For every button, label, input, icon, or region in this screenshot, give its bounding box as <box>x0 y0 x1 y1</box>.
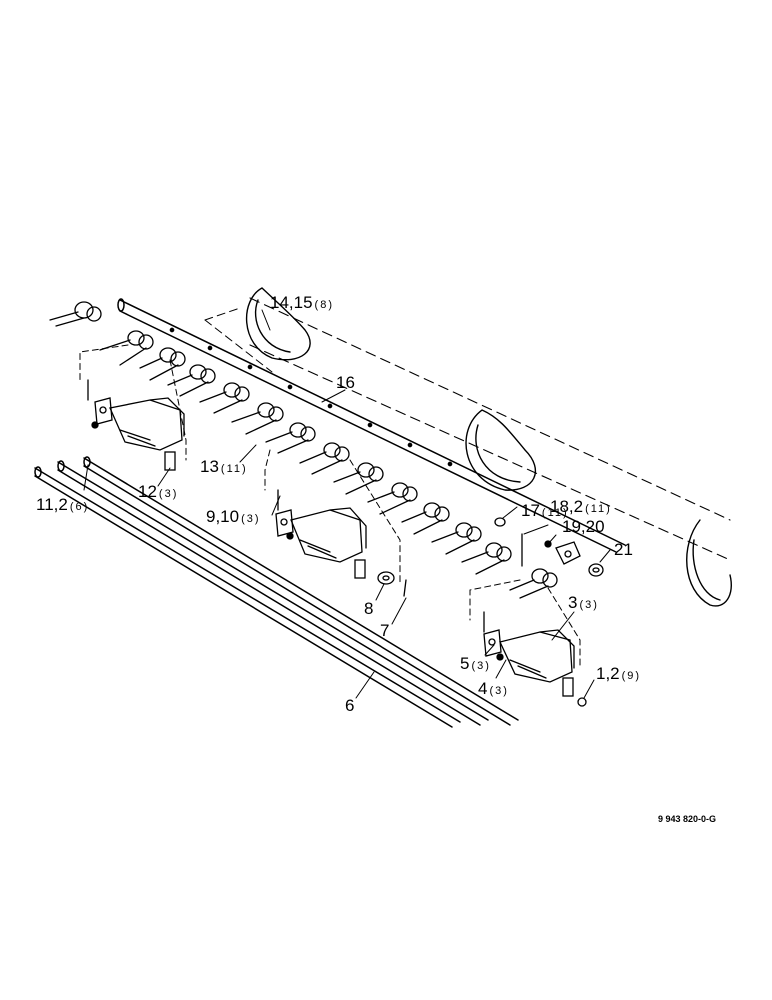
callout-4: 4(3) <box>478 680 509 698</box>
tine-bar <box>117 298 626 553</box>
callout-19-20: 19,20 <box>562 518 605 536</box>
callout-13: 13(11) <box>200 458 248 476</box>
spring-tines <box>49 301 558 599</box>
support-tubes <box>34 456 519 728</box>
callout-number: 1,2 <box>596 664 620 683</box>
leader-lines <box>83 309 611 699</box>
bracket-assembly-center <box>275 489 407 597</box>
drawing-number: 9 943 820-0-G <box>658 814 717 824</box>
callout-number: 7 <box>380 621 390 640</box>
bracket-assembly-left <box>87 379 185 471</box>
callout-qty: (3) <box>241 513 261 525</box>
callout-number: 12 <box>138 482 157 501</box>
callout-number: 11,2 <box>36 495 68 514</box>
callout-number: 21 <box>614 540 633 559</box>
explode-lines <box>79 344 581 666</box>
callout-12: 12(3) <box>138 483 178 501</box>
callout-qty: (3) <box>158 488 179 500</box>
callout-number: 13 <box>200 457 219 476</box>
callout-3: 3(3) <box>568 594 599 612</box>
callout-number: 9,10 <box>206 507 240 526</box>
callout-qty: (6) <box>69 501 90 513</box>
callout-qty: (9) <box>621 670 642 682</box>
callout-8: 8 <box>364 600 373 618</box>
auger-tube <box>249 297 731 561</box>
callout-14-15: 14,15(8) <box>270 294 334 312</box>
callout-7: 7 <box>380 622 389 640</box>
callout-number: 8 <box>364 599 374 618</box>
callout-number: 5 <box>460 654 470 673</box>
auger-ghost-lines <box>204 307 273 373</box>
bracket-assembly-right <box>483 611 587 707</box>
callout-qty: (3) <box>489 685 509 697</box>
callout-16: 16 <box>336 374 355 392</box>
callout-17: 17(11) <box>521 502 569 520</box>
auger-flights <box>245 287 732 607</box>
end-hardware <box>494 517 604 577</box>
callout-9-10: 9,10(3) <box>206 508 261 526</box>
callout-number: 3 <box>568 593 578 612</box>
callout-number: 17 <box>521 501 540 520</box>
callout-1-2: 1,2(9) <box>596 665 641 683</box>
callout-number: 19,20 <box>562 517 605 536</box>
callout-qty: (3) <box>471 660 491 672</box>
callout-number: 6 <box>345 696 355 715</box>
callout-6: 6 <box>345 697 354 715</box>
callout-5: 5(3) <box>460 655 491 673</box>
callout-number: 18,2 <box>550 497 584 516</box>
callout-qty: (11) <box>220 463 248 475</box>
callout-18-2: 18,2(11) <box>550 498 612 516</box>
callout-qty: (11) <box>585 503 612 515</box>
callout-number: 14,15 <box>270 293 313 312</box>
callout-11-2: 11,2(6) <box>36 496 89 514</box>
callout-qty: (3) <box>579 599 599 611</box>
callout-qty: (11) <box>541 507 569 519</box>
callout-21: 21 <box>614 541 633 559</box>
callout-number: 4 <box>478 679 488 698</box>
callout-qty: (8) <box>314 299 334 311</box>
callout-number: 16 <box>336 373 355 392</box>
